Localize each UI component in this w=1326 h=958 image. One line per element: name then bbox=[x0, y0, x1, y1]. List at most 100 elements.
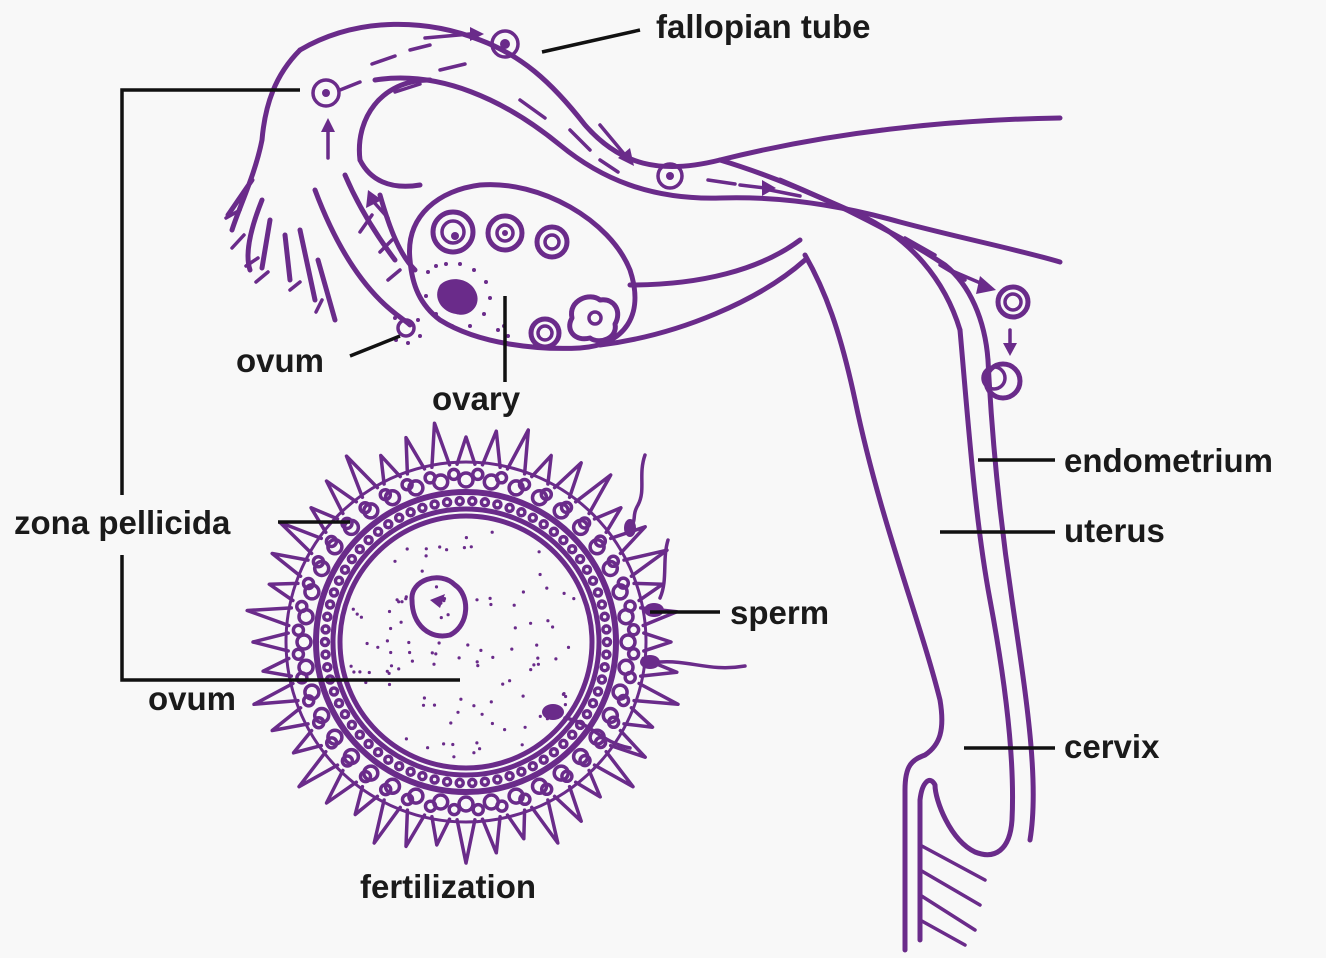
zona-cell bbox=[481, 499, 488, 506]
cytoplasm-dot bbox=[563, 592, 566, 595]
zona-cell bbox=[324, 613, 331, 620]
cytoplasm-dot bbox=[389, 627, 392, 630]
cytoplasm-dot bbox=[438, 641, 441, 644]
cytoplasm-dot bbox=[522, 695, 525, 698]
zona-cell bbox=[407, 768, 414, 775]
zona-cell bbox=[518, 509, 525, 516]
cytoplasm-dot bbox=[521, 743, 524, 746]
zona-cell bbox=[601, 664, 608, 671]
cytoplasm-dot bbox=[366, 642, 369, 645]
label-ovum-bottom: ovum bbox=[148, 680, 236, 717]
zona-cell bbox=[396, 514, 403, 521]
cytoplasm-dot bbox=[572, 597, 575, 600]
cytoplasm-dots bbox=[350, 531, 576, 759]
cytoplasm-dot bbox=[475, 741, 478, 744]
zona-cell bbox=[529, 514, 536, 521]
zona-cell bbox=[529, 763, 536, 770]
zona-cell bbox=[469, 498, 476, 505]
zona-cell bbox=[331, 688, 338, 695]
zona-cell bbox=[375, 528, 382, 535]
cytoplasm-dot bbox=[491, 722, 494, 725]
cytoplasm-dot bbox=[426, 746, 429, 749]
zona-cell bbox=[322, 651, 329, 658]
label-ovary: ovary bbox=[432, 380, 521, 417]
zona-cell bbox=[550, 528, 557, 535]
cytoplasm-dot bbox=[445, 548, 448, 551]
caption-fertilization: fertilization bbox=[360, 868, 536, 905]
follicle-cell bbox=[293, 625, 303, 635]
corona-spike bbox=[576, 475, 611, 514]
cytoplasm-dot bbox=[442, 742, 445, 745]
corona-spike bbox=[595, 752, 634, 787]
zona-cell bbox=[604, 639, 611, 646]
cytoplasm-dot bbox=[536, 657, 539, 660]
cytoplasm-dot bbox=[465, 536, 468, 539]
cytoplasm-dot bbox=[463, 546, 466, 549]
zona-cell bbox=[584, 711, 591, 718]
cytoplasm-dot bbox=[476, 664, 479, 667]
cytoplasm-dot bbox=[352, 670, 355, 673]
zona-cell bbox=[385, 756, 392, 763]
cytoplasm-dot bbox=[431, 651, 434, 654]
label-fallopian-tube: fallopian tube bbox=[656, 8, 871, 45]
cytoplasm-dot bbox=[546, 619, 549, 622]
cytoplasm-dot bbox=[352, 608, 355, 611]
cytoplasm-dot bbox=[491, 656, 494, 659]
cytoplasm-dot bbox=[408, 651, 411, 654]
zona-cell bbox=[356, 731, 363, 738]
cytoplasm-dot bbox=[421, 570, 424, 573]
cytoplasm-dot bbox=[510, 648, 513, 651]
cytoplasm-dot bbox=[476, 660, 479, 663]
zona-cell bbox=[550, 749, 557, 756]
corona-spike bbox=[644, 633, 671, 651]
cytoplasm-dot bbox=[350, 665, 353, 668]
fertilization-ovum bbox=[247, 423, 745, 863]
follicle-cell bbox=[297, 635, 311, 649]
cytoplasm-dot bbox=[564, 695, 567, 698]
zona-cell bbox=[348, 721, 355, 728]
follicle-cell bbox=[629, 625, 639, 635]
cytoplasm-dot bbox=[490, 700, 493, 703]
fallopian-tube-drawing bbox=[226, 24, 1060, 360]
zona-cell bbox=[327, 601, 334, 608]
zona-cell bbox=[407, 509, 414, 516]
cytoplasm-dot bbox=[491, 531, 494, 534]
zona-cell bbox=[506, 773, 513, 780]
zona-cell bbox=[365, 537, 372, 544]
cytoplasm-dot bbox=[554, 657, 557, 660]
cytoplasm-dot bbox=[400, 621, 403, 624]
follicle-cell bbox=[520, 794, 530, 804]
zona-cell bbox=[584, 566, 591, 573]
zona-cell bbox=[365, 740, 372, 747]
cytoplasm-dot bbox=[513, 604, 516, 607]
zona-cell bbox=[356, 546, 363, 553]
cytoplasm-dot bbox=[388, 672, 391, 675]
zona-cell bbox=[598, 601, 605, 608]
corona-spike bbox=[457, 437, 475, 464]
cytoplasm-dot bbox=[567, 646, 570, 649]
zona-cell bbox=[494, 776, 501, 783]
follicle-cell bbox=[625, 601, 635, 611]
corona-spike bbox=[457, 820, 475, 863]
label-zona-pellicida: zona pellicida bbox=[14, 504, 231, 541]
corona-spike bbox=[347, 456, 378, 497]
cytoplasm-dot bbox=[449, 721, 452, 724]
follicle-cell bbox=[619, 696, 629, 706]
follicle-cell bbox=[297, 602, 307, 612]
cytoplasm-dot bbox=[545, 587, 548, 590]
cytoplasm-dot bbox=[501, 683, 504, 686]
follicle-cell bbox=[426, 801, 436, 811]
zona-cell bbox=[590, 577, 597, 584]
zona-cell bbox=[603, 626, 610, 633]
follicle-cell bbox=[621, 635, 635, 649]
cytoplasm-dot bbox=[389, 651, 392, 654]
zona-cell bbox=[322, 626, 329, 633]
zona-cell bbox=[444, 778, 451, 785]
follicle-cell bbox=[402, 480, 412, 490]
cytoplasm-dot bbox=[466, 643, 469, 646]
cytoplasm-dot bbox=[438, 545, 441, 548]
cytoplasm-dot bbox=[397, 667, 400, 670]
cytoplasm-dot bbox=[508, 679, 511, 682]
follicle-cell bbox=[459, 473, 473, 487]
corona-spike bbox=[280, 523, 321, 554]
